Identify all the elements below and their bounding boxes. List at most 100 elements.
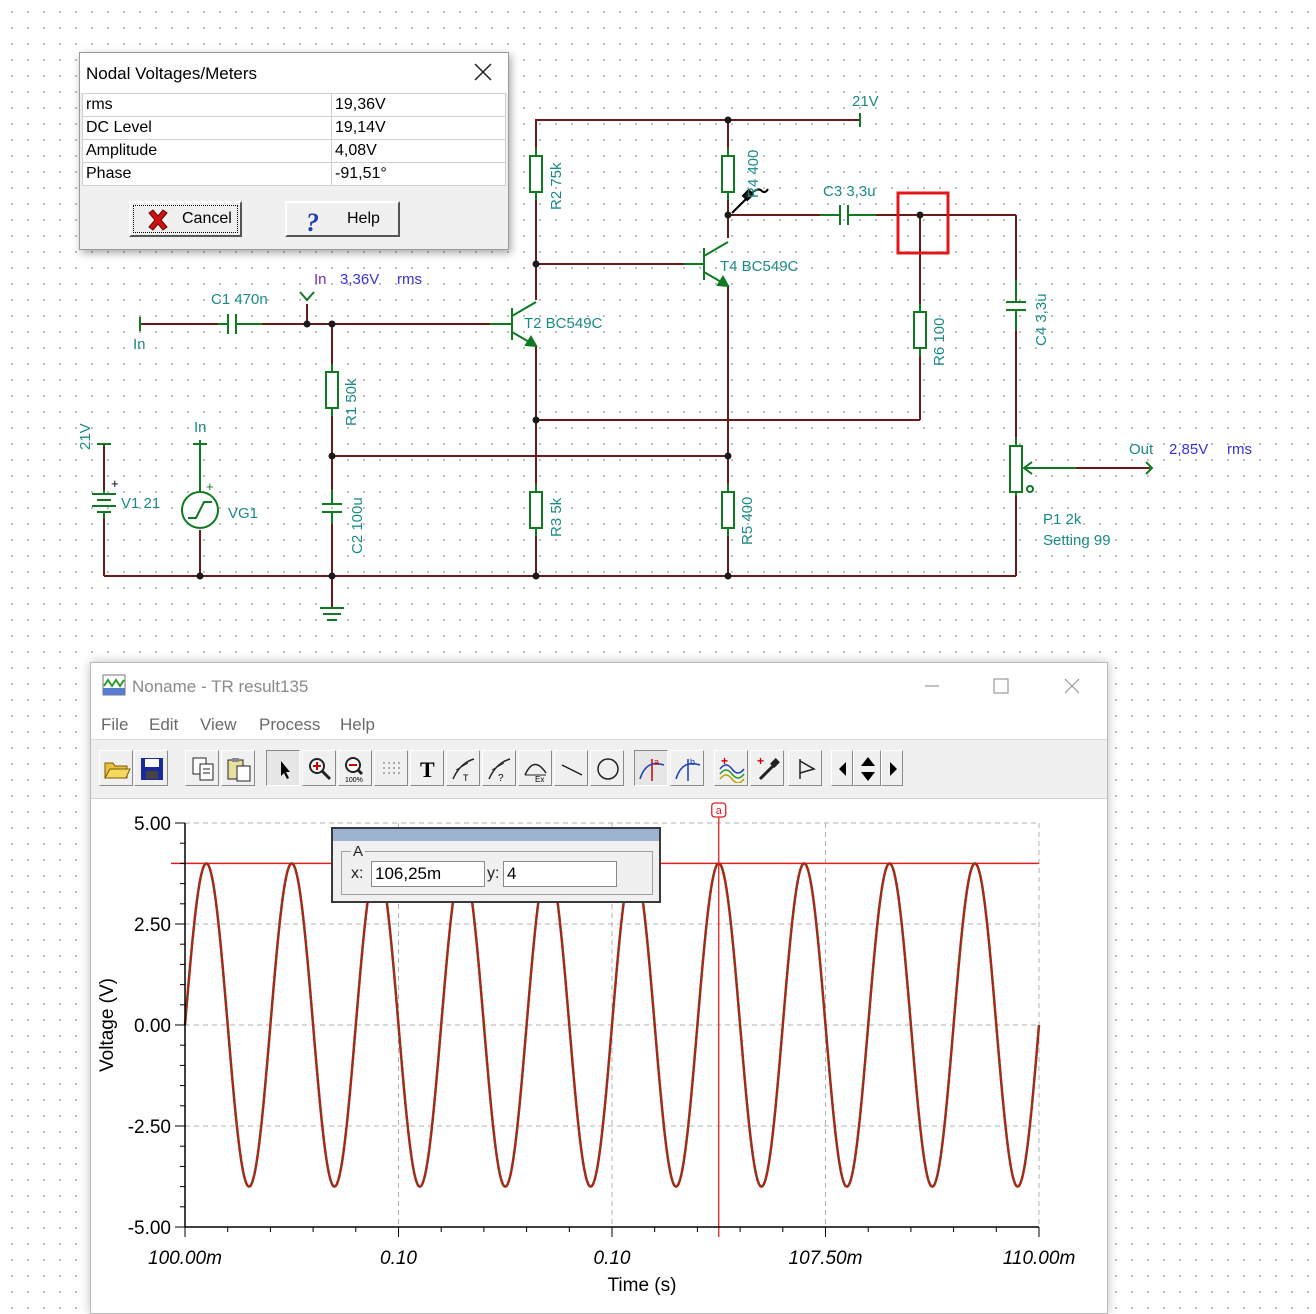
grid-button[interactable]	[374, 750, 408, 786]
svg-text:b: b	[690, 757, 695, 767]
maximize-icon[interactable]	[990, 675, 1012, 697]
close-icon[interactable]	[472, 61, 494, 83]
label-v1: V1 21	[121, 495, 160, 512]
series-line	[183, 862, 1041, 1188]
plot-series	[183, 862, 1041, 1188]
resistor-r3[interactable]	[529, 491, 543, 529]
svg-text:+: +	[757, 755, 764, 768]
label-p1: P1 2k	[1043, 511, 1082, 528]
menu-file[interactable]: File	[101, 715, 129, 734]
capacitor-c3[interactable]	[820, 205, 876, 225]
cursor-readout-box[interactable]: A x: y:	[331, 827, 661, 903]
copy-button[interactable]	[185, 750, 219, 786]
scroll-updown-button[interactable]	[853, 750, 881, 786]
menu-bar: File Edit View Process Help	[91, 709, 1107, 739]
help-label: Help	[347, 210, 380, 227]
zoom-in-button[interactable]	[302, 750, 336, 786]
axis-help-button[interactable]: ?	[482, 750, 516, 786]
add-curve-button[interactable]: +	[714, 750, 748, 786]
cursor-a[interactable]: a	[711, 802, 727, 1237]
y-field-label: y:	[487, 865, 500, 882]
resistor-r6[interactable]	[913, 311, 927, 349]
close-icon[interactable]	[1061, 675, 1083, 697]
resistor-r2[interactable]	[529, 155, 543, 193]
function-generator-vg1[interactable]	[181, 440, 219, 529]
marker-button[interactable]	[788, 750, 822, 786]
line-tool-icon	[561, 764, 583, 776]
row-label: Phase	[82, 162, 332, 186]
transistor-t2[interactable]	[490, 301, 538, 348]
cursor-b-button[interactable]: b	[670, 750, 704, 786]
schematic-wires	[103, 119, 1150, 608]
folder-open-icon	[104, 762, 131, 779]
selected-node-highlight	[896, 191, 950, 255]
menu-view[interactable]: View	[200, 715, 237, 734]
schematic-canvas[interactable]: + + 21V C3 3,3u R4 400 R2 75k T4 BC549C …	[0, 0, 1316, 660]
x-axis-label: Time (s)	[608, 1275, 677, 1296]
cancel-button[interactable]: Cancel	[129, 201, 242, 237]
label-supply-top: 21V	[852, 93, 879, 110]
label-c1: C1 470n	[211, 291, 268, 308]
row-label: DC Level	[82, 116, 332, 140]
save-button[interactable]	[134, 750, 168, 786]
cursor-a-button[interactable]: a	[634, 750, 668, 786]
row-value: 19,14V	[331, 116, 506, 140]
scroll-right-button[interactable]	[881, 750, 903, 786]
y-value-field[interactable]	[503, 861, 617, 887]
row-value: 4,08V	[331, 139, 506, 163]
text-tool-button[interactable]: T	[410, 750, 444, 786]
svg-text:+: +	[111, 476, 119, 491]
scroll-left-button[interactable]	[831, 750, 853, 786]
resistor-r4[interactable]	[721, 155, 735, 193]
window-titlebar[interactable]: Noname - TR result135	[91, 663, 1107, 709]
label-r5: R5 400	[739, 497, 756, 545]
zoom-100-icon: 100%	[345, 757, 364, 783]
table-row: Phase-91,51°	[82, 162, 506, 186]
open-button[interactable]	[99, 750, 133, 786]
help-button[interactable]: ? Help	[285, 201, 400, 237]
line-tool-button[interactable]	[554, 750, 588, 786]
x-tick-label: 107.50m	[789, 1248, 863, 1269]
label-r2: R2 75k	[548, 162, 565, 210]
menu-process[interactable]: Process	[259, 715, 321, 734]
cursor-a-icon: a	[639, 757, 665, 781]
app-chart-icon	[102, 674, 126, 696]
x-field-label: x:	[351, 865, 364, 882]
dialog-button-row: Cancel ? Help	[80, 198, 508, 248]
minimize-icon[interactable]	[921, 675, 943, 697]
label-in-terminal: In	[133, 336, 146, 353]
svg-text:+: +	[206, 479, 214, 494]
circle-tool-button[interactable]	[590, 750, 624, 786]
dialog-title: Nodal Voltages/Meters	[86, 64, 258, 83]
readout-titlebar[interactable]	[333, 829, 659, 841]
add-probe-button[interactable]: +	[750, 750, 784, 786]
arrow-right-icon	[890, 762, 897, 776]
curve-props-icon: Ex	[524, 763, 547, 783]
curve-props-button[interactable]: Ex	[518, 750, 552, 786]
zoom-100-button[interactable]: 100%	[338, 750, 372, 786]
resistor-r5[interactable]	[721, 491, 735, 529]
dialog-titlebar[interactable]: Nodal Voltages/Meters	[80, 53, 508, 93]
transistor-t4[interactable]	[684, 241, 730, 288]
label-c2: C2 100u	[349, 497, 366, 554]
label-c4: C4 3,3u	[1033, 293, 1050, 346]
axis-label-button[interactable]: T	[446, 750, 480, 786]
capacitor-c1[interactable]	[218, 314, 262, 334]
paste-button[interactable]	[221, 750, 255, 786]
menu-help[interactable]: Help	[340, 715, 375, 734]
label-vg1: VG1	[228, 505, 258, 522]
svg-text:T: T	[420, 757, 435, 782]
potentiometer-p1[interactable]	[1009, 445, 1023, 493]
capacitor-c4[interactable]	[1006, 280, 1026, 330]
capacitor-c2[interactable]	[322, 490, 342, 524]
label-r4: R4 400	[745, 150, 762, 198]
resistor-r1[interactable]	[325, 371, 339, 409]
svg-text:?: ?	[306, 208, 319, 235]
pointer-arrow-icon	[281, 761, 290, 779]
battery-v1[interactable]	[92, 490, 116, 518]
x-value-field[interactable]	[371, 861, 485, 887]
menu-edit[interactable]: Edit	[149, 715, 179, 734]
select-pointer-button[interactable]	[266, 750, 300, 786]
